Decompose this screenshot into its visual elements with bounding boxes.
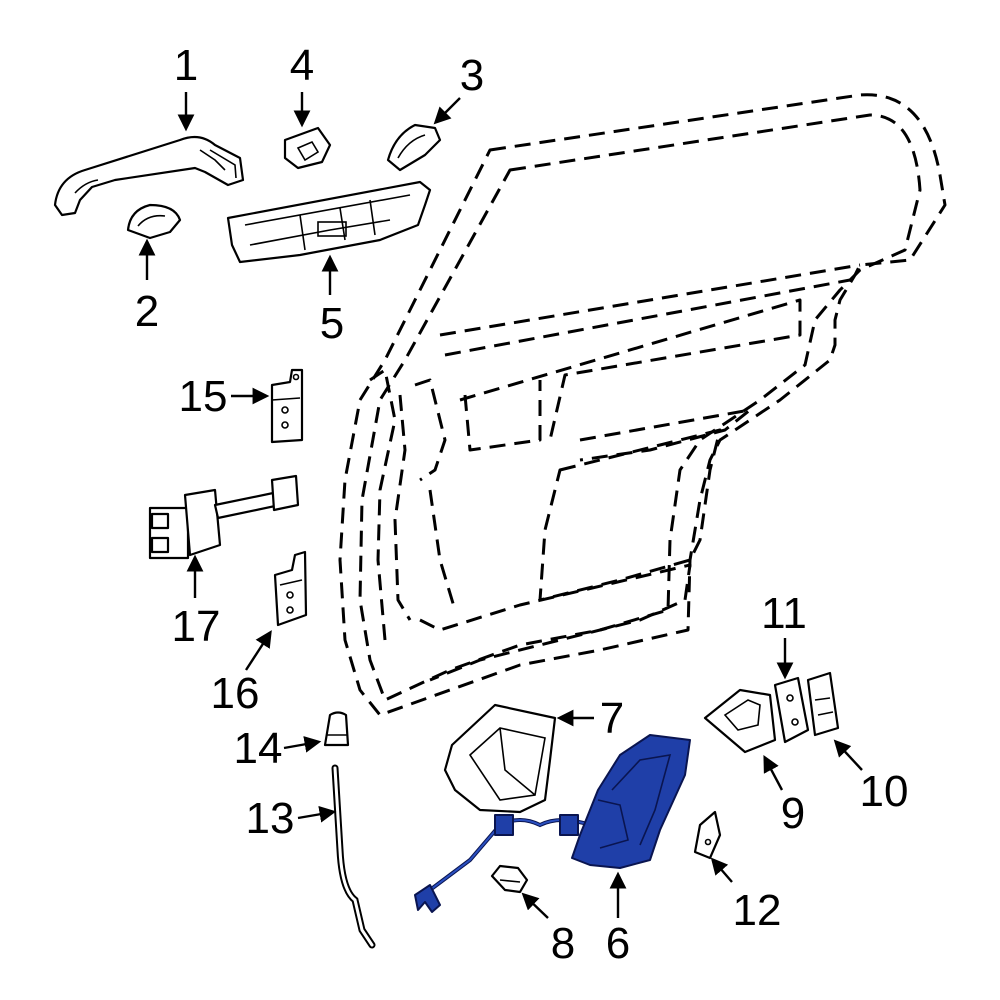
callout-8: 8 bbox=[551, 919, 575, 968]
arrow-8 bbox=[521, 892, 549, 919]
callout-14: 14 bbox=[234, 724, 283, 773]
part-16-hinge bbox=[273, 550, 308, 627]
callout-12: 12 bbox=[733, 886, 782, 935]
part-5-handle-carrier bbox=[226, 180, 432, 264]
callout-11: 11 bbox=[761, 589, 807, 638]
arrow-12 bbox=[710, 857, 733, 883]
part-3-handle-cover bbox=[386, 123, 442, 172]
part-8-clip bbox=[490, 864, 529, 894]
callout-9: 9 bbox=[781, 789, 805, 838]
callout-3: 3 bbox=[460, 51, 484, 100]
arrow-9 bbox=[763, 755, 784, 791]
callout-6: 6 bbox=[606, 919, 630, 968]
part-4-cylinder-cap bbox=[283, 126, 332, 170]
callout-labels: 1 2 3 4 5 6 7 8 9 10 11 12 13 14 15 16 1… bbox=[135, 41, 909, 968]
callout-1: 1 bbox=[174, 41, 198, 90]
part-9-striker bbox=[703, 688, 777, 754]
arrow-14 bbox=[283, 736, 322, 753]
part-2-handle-cap bbox=[126, 203, 182, 240]
arrow-3 bbox=[433, 97, 461, 125]
callout-2: 2 bbox=[135, 287, 159, 336]
callout-10: 10 bbox=[860, 767, 909, 816]
callout-15: 15 bbox=[179, 372, 228, 421]
arrow-16 bbox=[244, 630, 272, 671]
callout-5: 5 bbox=[320, 299, 344, 348]
callout-13: 13 bbox=[246, 794, 295, 843]
part-6-cable bbox=[414, 814, 592, 913]
arrow-13 bbox=[297, 805, 337, 823]
part-7-lock-housing bbox=[443, 703, 557, 814]
part-10-plate bbox=[806, 671, 840, 737]
part-6-door-latch bbox=[571, 734, 691, 869]
callout-16: 16 bbox=[211, 669, 260, 718]
part-11-plate bbox=[773, 676, 810, 744]
part-1-outside-handle bbox=[53, 135, 245, 217]
callout-arrows bbox=[138, 92, 863, 919]
door-outline bbox=[338, 93, 947, 717]
part-14-plug bbox=[323, 711, 350, 747]
part-17-door-check bbox=[148, 474, 300, 560]
callout-7: 7 bbox=[600, 694, 624, 743]
arrow-10 bbox=[833, 739, 863, 771]
part-12-bracket bbox=[693, 810, 722, 860]
callout-17: 17 bbox=[172, 602, 221, 651]
part-13-rod bbox=[331, 764, 376, 949]
part-15-hinge bbox=[270, 368, 304, 444]
callout-4: 4 bbox=[290, 41, 314, 90]
